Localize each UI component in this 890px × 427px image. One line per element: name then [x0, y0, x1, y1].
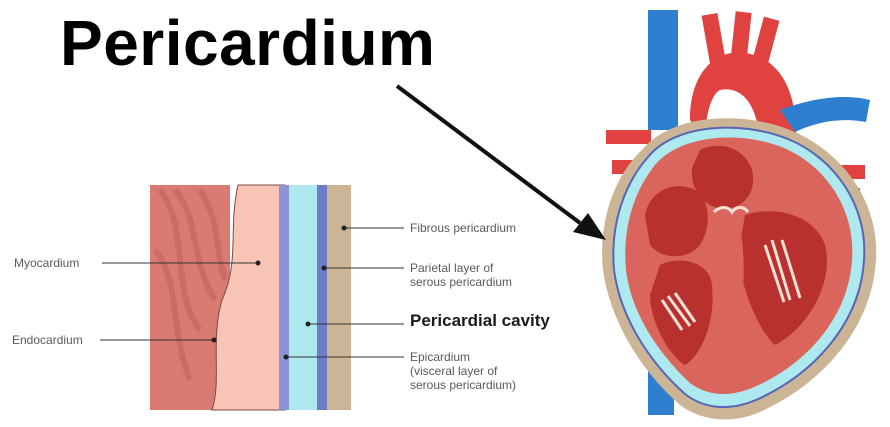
label-epicardium-line-3: serous pericardium) — [410, 378, 516, 392]
label-epicardium: Epicardium (visceral layer of serous per… — [410, 350, 516, 392]
label-pericardial-cavity: Pericardial cavity — [410, 314, 550, 328]
tissue-cross-section — [150, 185, 351, 410]
superior-vena-cava — [648, 10, 678, 130]
label-parietal-line-2: serous pericardium — [410, 275, 512, 289]
label-endocardium: Endocardium — [12, 333, 83, 347]
parietal-layer — [317, 185, 327, 410]
label-parietal-line-1: Parietal layer of — [410, 261, 512, 275]
pulmonary-artery — [780, 97, 870, 132]
right-atrium-chamber — [645, 186, 708, 256]
pericardial-cavity-layer — [289, 185, 317, 410]
heart-illustration — [602, 10, 876, 419]
label-epicardium-line-1: Epicardium — [410, 350, 516, 364]
pointer-arrow — [397, 86, 606, 240]
label-parietal-layer: Parietal layer of serous pericardium — [410, 261, 512, 289]
label-fibrous-pericardium: Fibrous pericardium — [410, 221, 516, 235]
page-title: Pericardium — [60, 6, 435, 80]
aortic-branch-3 — [752, 17, 779, 65]
epicardium-layer — [279, 185, 289, 410]
aortic-branch-1 — [702, 13, 727, 70]
pulmonary-vein-left — [606, 130, 651, 144]
label-myocardium: Myocardium — [14, 256, 79, 270]
label-epicardium-line-2: (visceral layer of — [410, 364, 516, 378]
fibrous-pericardium-layer — [327, 185, 351, 410]
